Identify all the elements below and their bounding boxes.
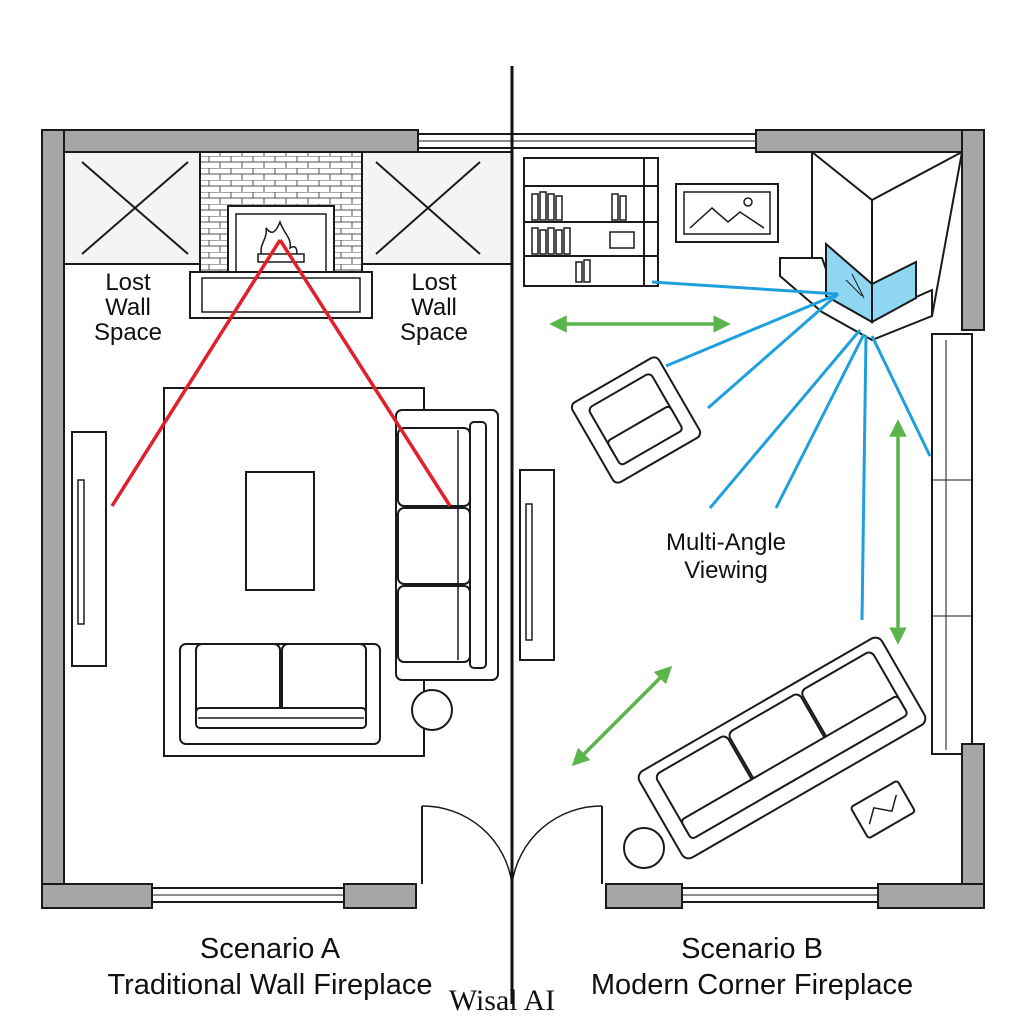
lost-space-label-left: Lost Wall Space xyxy=(94,269,162,346)
window-b-right xyxy=(931,333,973,755)
sightlines-b xyxy=(651,280,932,621)
svg-text:Multi-Angle: Multi-Angle xyxy=(666,529,786,556)
wall-a-top-left xyxy=(41,129,419,153)
sofa-a-bottom xyxy=(179,643,381,745)
caption-a: Scenario A Traditional Wall Fireplace xyxy=(107,933,432,1001)
corner-fireplace-icon xyxy=(779,151,964,342)
svg-text:Scenario A: Scenario A xyxy=(200,933,341,965)
svg-text:Scenario B: Scenario B xyxy=(681,933,823,965)
svg-text:Wall: Wall xyxy=(105,294,151,321)
svg-text:Space: Space xyxy=(94,319,162,346)
wall-a-bottom-left xyxy=(41,883,153,909)
multi-angle-viewing-label: Multi-Angle Viewing xyxy=(666,529,786,584)
sofa-a-right xyxy=(395,409,499,681)
svg-text:Traditional Wall Fireplace: Traditional Wall Fireplace xyxy=(107,969,432,1001)
side-table-b xyxy=(623,827,665,869)
tv-b xyxy=(519,469,555,661)
side-table-a xyxy=(411,689,453,731)
tv-a xyxy=(71,431,107,667)
wall-b-right-top xyxy=(961,129,985,331)
svg-text:Lost: Lost xyxy=(411,269,457,296)
wall-b-bottom-right xyxy=(877,883,985,909)
space-arrow-diagonal xyxy=(571,665,673,767)
svg-text:Lost: Lost xyxy=(105,269,151,296)
svg-text:Space: Space xyxy=(400,319,468,346)
wall-a-left xyxy=(41,129,65,909)
door-swing-icon xyxy=(421,805,513,885)
ottoman-b xyxy=(850,780,916,839)
sofa-b-diagonal xyxy=(637,636,927,860)
door-swing-icon-b xyxy=(511,805,603,885)
svg-text:Modern Corner Fireplace: Modern Corner Fireplace xyxy=(591,969,913,1001)
lost-space-label-right: Lost Wall Space xyxy=(400,269,468,346)
svg-text:Viewing: Viewing xyxy=(684,557,768,584)
coffee-table-a xyxy=(245,471,315,591)
brick-fireplace-icon xyxy=(189,151,373,319)
wall-a-bottom-right xyxy=(343,883,417,909)
wall-b-top-right xyxy=(755,129,985,153)
svg-text:Wall: Wall xyxy=(411,294,457,321)
wall-b-bottom-left xyxy=(605,883,683,909)
room-a xyxy=(41,129,513,909)
bookshelf xyxy=(523,157,659,287)
watermark: Wisal AI xyxy=(449,984,555,1017)
caption-b: Scenario B Modern Corner Fireplace xyxy=(591,933,913,1001)
wall-art-icon xyxy=(675,183,779,243)
room-b xyxy=(511,129,985,909)
sightlines-a xyxy=(110,239,452,507)
space-arrows-b xyxy=(549,315,907,767)
armchair xyxy=(570,356,702,484)
